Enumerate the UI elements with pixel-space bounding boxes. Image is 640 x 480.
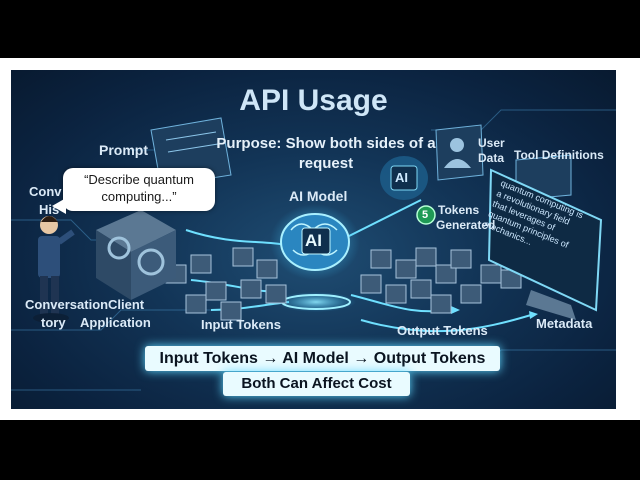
user-data-label-2: Data bbox=[478, 151, 505, 165]
ai-model-label: AI Model bbox=[289, 188, 348, 204]
user-data-label-1: User bbox=[478, 136, 505, 150]
ai-card bbox=[380, 156, 428, 200]
conversation-history-label-2: tory bbox=[41, 315, 66, 330]
person-figure bbox=[33, 216, 75, 323]
ai-card-label: AI bbox=[395, 170, 408, 185]
client-application-box bbox=[96, 210, 176, 300]
output-tokens-label: Output Tokens bbox=[397, 323, 488, 338]
conversation-history-label-top: Conv bbox=[29, 184, 62, 199]
ai-chip-label: AI bbox=[305, 231, 322, 250]
metadata-label: Metadata bbox=[536, 316, 593, 331]
diagram-graphics bbox=[11, 109, 616, 391]
purpose-text: Purpose: Show both sides of a request bbox=[216, 135, 436, 172]
prompt-label: Prompt bbox=[99, 142, 148, 158]
speech-bubble-tail bbox=[52, 198, 66, 214]
token-badge-label: 5 bbox=[422, 209, 429, 221]
summary-banner: Input Tokens → AI Model → Output Tokens bbox=[145, 346, 500, 371]
input-tokens-label: Input Tokens bbox=[201, 317, 281, 332]
input-token-cubes bbox=[165, 247, 287, 321]
metadata-monitor bbox=[487, 168, 603, 320]
conversation-history-label: Conversation bbox=[25, 297, 109, 312]
speech-bubble: “Describe quantum computing...” bbox=[63, 168, 215, 211]
page-title: API Usage bbox=[239, 84, 388, 117]
application-label: Application bbox=[80, 315, 151, 330]
tool-definitions-label: Tool Definitions bbox=[514, 148, 604, 162]
ai-model-brain bbox=[270, 204, 360, 280]
token-badge-circle bbox=[416, 205, 436, 225]
client-label: Client bbox=[108, 297, 145, 312]
cost-banner: Both Can Affect Cost bbox=[223, 372, 410, 396]
tokens-generated-label-1: Tokens bbox=[438, 203, 480, 217]
diagram-panel: API Usage Purpose: Show both sides of a … bbox=[11, 70, 616, 409]
user-data-card bbox=[435, 124, 484, 181]
tokens-generated-label-2: Generated bbox=[436, 218, 496, 232]
